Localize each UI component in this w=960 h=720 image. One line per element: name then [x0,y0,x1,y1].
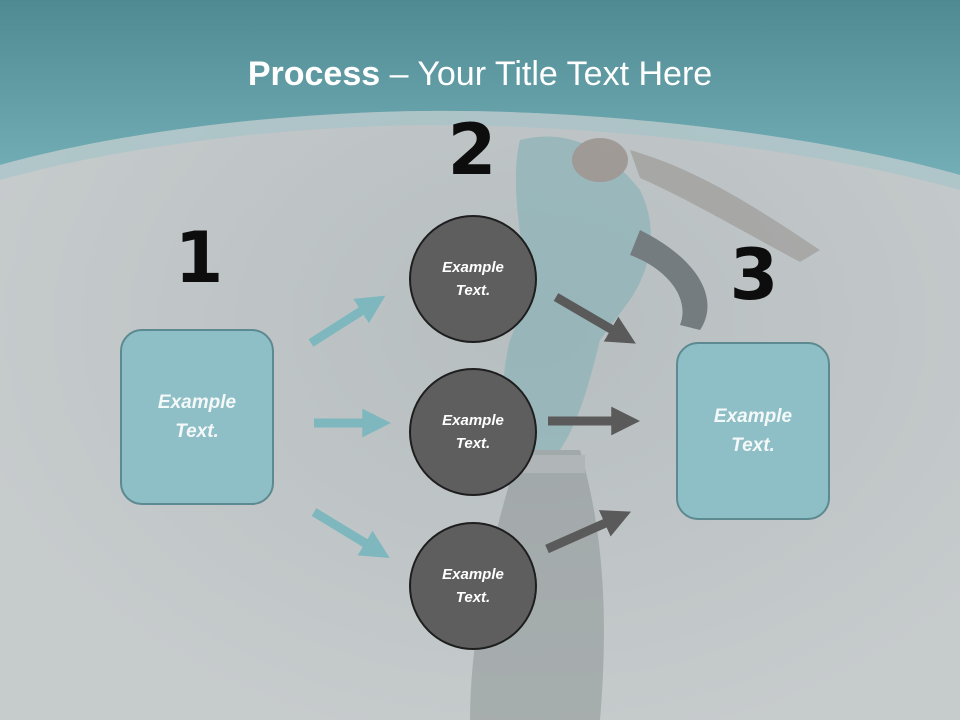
step-number-1: 1 [174,217,224,299]
step-number-3: 3 [729,234,779,316]
step-1-box: Example Text. [120,329,274,505]
step-1-text: Example Text. [157,392,237,442]
step-3-text: Example Text. [713,406,793,456]
arrow-1-to-bottom [311,508,390,558]
step-2-item-1: Example Text. [442,259,504,299]
arrow-top-to-3 [553,293,636,344]
step-2-item-2: Example Text. [442,412,504,452]
title-bold: Process [247,55,381,93]
step-2-circle-top: Example Text. [409,215,537,343]
step-2-item-3: Example Text. [442,566,504,606]
step-2-circle-bottom: Example Text. [409,522,537,650]
step-3-box: Example Text. [676,342,830,520]
arrow-1-to-top [308,295,386,347]
step-2-circle-middle: Example Text. [409,368,537,496]
title-rest: – Your Title Text Here [380,55,713,93]
slide-title: Process – Your Title Text Here [0,52,960,96]
arrow-bottom-to-3 [545,510,632,554]
step-number-2: 2 [447,109,497,191]
